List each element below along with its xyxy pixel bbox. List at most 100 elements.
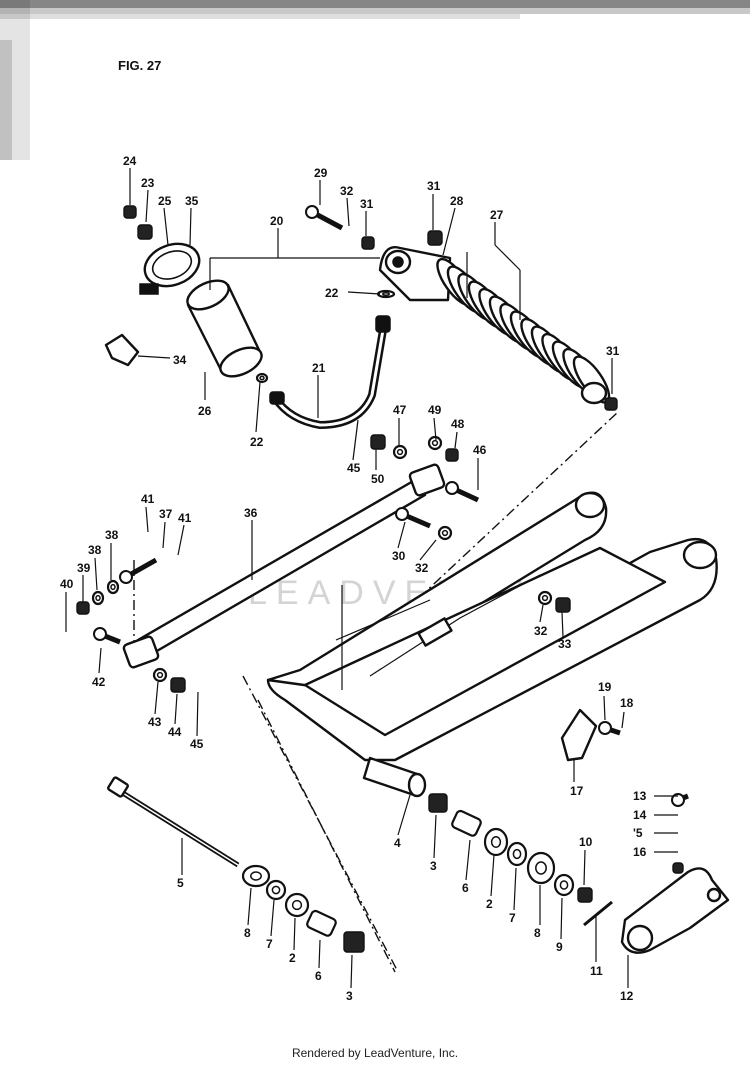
leader-line xyxy=(603,695,606,721)
nut xyxy=(137,224,153,240)
callout-44: 44 xyxy=(168,725,182,739)
leader-line xyxy=(94,557,98,591)
nut xyxy=(445,448,459,462)
callout-40: 40 xyxy=(60,577,74,591)
callout-27: 27 xyxy=(490,208,504,222)
washer-hole xyxy=(431,439,439,447)
nut xyxy=(123,205,137,219)
callout-35: 35 xyxy=(185,194,199,208)
callout-43: 43 xyxy=(148,715,162,729)
nut xyxy=(170,677,186,693)
callout-41: 41 xyxy=(141,492,155,506)
callout-32: 32 xyxy=(340,184,354,198)
leader-line xyxy=(352,419,359,461)
bolt-head xyxy=(119,570,133,584)
nut xyxy=(427,230,443,246)
bolt-head xyxy=(671,793,685,807)
callout-37: 37 xyxy=(159,507,173,521)
washer-hole xyxy=(535,861,547,875)
callout-31: 31 xyxy=(360,197,374,211)
callout-24: 24 xyxy=(123,154,137,168)
callout-30: 30 xyxy=(392,549,406,563)
pivot-shaft xyxy=(362,756,427,798)
washer-hole xyxy=(259,375,265,381)
callout-31: 31 xyxy=(606,344,620,358)
leader-line xyxy=(163,207,169,246)
leader-line xyxy=(454,431,458,449)
leader-line xyxy=(442,207,456,256)
leader-line xyxy=(196,691,199,737)
callout-50: 50 xyxy=(371,472,385,486)
callout-32: 32 xyxy=(415,561,429,575)
callout-7: 7 xyxy=(509,911,516,925)
callout-14: 14 xyxy=(633,808,647,822)
leader-line xyxy=(397,794,411,836)
bolt-head xyxy=(395,507,409,521)
chain-adjuster xyxy=(620,867,730,954)
leader-line xyxy=(465,839,471,881)
leader-line xyxy=(293,917,296,951)
washer-hole xyxy=(250,871,262,881)
nut xyxy=(604,397,618,411)
callout-numbers: 24 23 25 35 29 32 31 31 28 27 20 22 34 2… xyxy=(60,154,647,1003)
leader-line xyxy=(145,189,149,223)
cotter-pin xyxy=(583,900,613,927)
callout-38: 38 xyxy=(88,543,102,557)
callout-33: 33 xyxy=(558,637,572,651)
callout-9: 9 xyxy=(556,940,563,954)
leader-line xyxy=(350,954,353,989)
bolt-head xyxy=(598,721,612,735)
collar-sleeve xyxy=(306,909,337,937)
nut xyxy=(428,793,448,813)
callout-13: 13 xyxy=(633,789,647,803)
callout-6: 6 xyxy=(462,881,469,895)
leader-line xyxy=(347,291,381,295)
callout-41: 41 xyxy=(178,511,192,525)
leader-line xyxy=(98,647,102,674)
washer-hole xyxy=(559,880,569,890)
callout-4: 4 xyxy=(394,836,401,850)
callout-6: 6 xyxy=(315,969,322,983)
callout-29: 29 xyxy=(314,166,328,180)
callout-15: '5 xyxy=(633,826,643,840)
callout-23: 23 xyxy=(141,176,155,190)
callout-39: 39 xyxy=(77,561,91,575)
nut xyxy=(555,597,571,613)
callout-47: 47 xyxy=(393,403,407,417)
nut xyxy=(672,862,684,874)
callout-46: 46 xyxy=(473,443,487,457)
callout-22: 22 xyxy=(325,286,339,300)
swing-arm xyxy=(266,491,718,762)
leader-line xyxy=(397,521,406,549)
reservoir-hose xyxy=(269,315,391,430)
leader-line xyxy=(154,681,159,715)
callout-38: 38 xyxy=(105,528,119,542)
chain-guide-bracket xyxy=(560,708,598,762)
callout-18: 18 xyxy=(620,696,634,710)
leader-line xyxy=(561,611,564,638)
collar-sleeve xyxy=(451,809,482,837)
callout-7: 7 xyxy=(266,937,273,951)
callout-42: 42 xyxy=(92,675,106,689)
leader-line xyxy=(433,417,437,441)
leader-line xyxy=(346,197,350,227)
callout-19: 19 xyxy=(598,680,612,694)
callout-25: 25 xyxy=(158,194,172,208)
footer-credit: Rendered by LeadVenture, Inc. xyxy=(291,1046,459,1060)
leader-line xyxy=(433,814,437,859)
callout-34: 34 xyxy=(173,353,187,367)
callout-21: 21 xyxy=(312,361,326,375)
callout-11: 11 xyxy=(590,964,603,978)
nut xyxy=(577,887,593,903)
callout-45: 45 xyxy=(190,737,204,751)
shock-absorber xyxy=(378,246,611,405)
leader-line xyxy=(145,506,149,533)
hardware-parts xyxy=(76,205,689,953)
leader-line xyxy=(539,604,544,623)
bolt-head xyxy=(445,481,459,495)
callout-12: 12 xyxy=(620,989,634,1003)
torque-rod xyxy=(122,463,446,669)
nut xyxy=(361,236,375,250)
leader-lines xyxy=(65,168,678,989)
bolt-head xyxy=(93,627,107,641)
